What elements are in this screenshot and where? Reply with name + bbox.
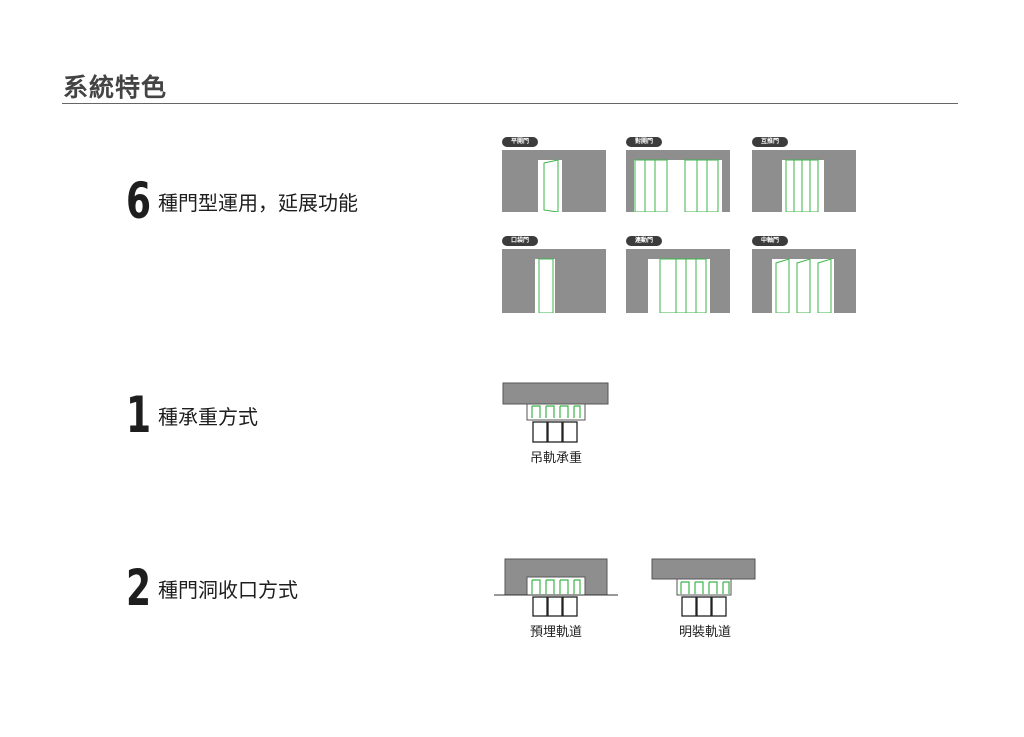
feature-label: 種門洞收口方式 (158, 577, 298, 602)
surface-track-diagram (651, 558, 756, 617)
page-title: 系統特色 (63, 73, 168, 102)
door-type-tag: 對開門 (626, 137, 662, 147)
swing-door-icon (502, 150, 606, 212)
door-type-pocket: 互推門 (752, 137, 856, 214)
pivot-door-icon (752, 249, 856, 313)
door-type-tag: 口袋門 (502, 236, 538, 246)
feature-label: 種承重方式 (158, 404, 258, 429)
feature-number: 6 (126, 172, 152, 230)
door-type-pivot: 中軸門 (752, 236, 856, 313)
door-type-hidden: 口袋門 (502, 236, 606, 313)
hanging-track-diagram (502, 382, 609, 443)
feature-label: 種門型運用，延展功能 (158, 190, 358, 215)
feature-load-bearing: 1 種承重方式 (126, 390, 258, 440)
linked-sliding-door-icon (626, 249, 730, 313)
door-type-linked: 連動門 (626, 236, 730, 313)
pocket-door-icon (752, 150, 856, 212)
door-type-tag: 連動門 (626, 236, 662, 246)
hidden-door-icon (502, 249, 606, 313)
door-type-tag: 平開門 (502, 137, 538, 147)
feature-door-types: 6 種門型運用，延展功能 (126, 176, 358, 226)
door-type-double: 對開門 (626, 137, 730, 214)
title-divider (62, 103, 958, 104)
feature-number: 1 (126, 386, 152, 444)
feature-opening-finish: 2 種門洞收口方式 (126, 563, 298, 613)
surface-track-caption: 明裝軌道 (678, 625, 731, 640)
door-type-tag: 互推門 (752, 137, 788, 147)
embedded-track-caption: 預埋軌道 (529, 625, 582, 640)
door-type-tag: 中軸門 (752, 236, 788, 246)
embedded-track-diagram (494, 558, 618, 617)
feature-number: 2 (126, 559, 152, 617)
double-door-icon (626, 150, 730, 212)
door-type-swing: 平開門 (502, 137, 606, 214)
load-bearing-caption: 吊軌承重 (529, 451, 582, 466)
